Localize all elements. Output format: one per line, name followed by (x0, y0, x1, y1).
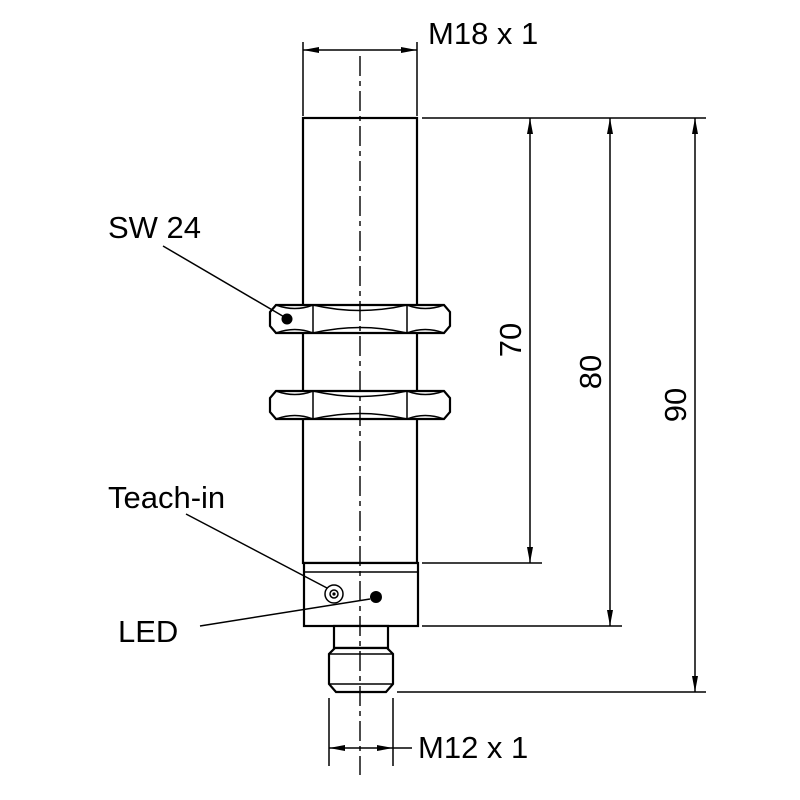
dimension-70: 70 (493, 118, 533, 563)
label-thread-bottom: M12 x 1 (418, 730, 528, 765)
dimension-m18: M18 x 1 (302, 16, 538, 116)
label-teach-in: Teach-in (108, 480, 225, 515)
led-indicator (370, 591, 382, 603)
sensor-outline (268, 116, 452, 694)
hex-nut-lower (268, 389, 452, 421)
callout-led: LED (118, 598, 371, 649)
dimension-right-group: 70 80 90 (397, 117, 706, 693)
indicator-housing (302, 561, 420, 628)
label-led: LED (118, 614, 178, 649)
label-dim-70: 70 (493, 323, 528, 357)
label-wrench-size: SW 24 (108, 210, 201, 245)
dimension-m12: M12 x 1 (328, 698, 528, 766)
m12-plug (327, 646, 395, 694)
callout-teach-in: Teach-in (108, 480, 328, 589)
dimension-80: 80 (573, 118, 613, 626)
dimension-90: 90 (658, 118, 698, 692)
label-thread-top: M18 x 1 (428, 16, 538, 51)
teach-in-button (324, 584, 344, 604)
leader-dot-sw24 (281, 313, 293, 325)
label-dim-90: 90 (658, 388, 693, 422)
label-dim-80: 80 (573, 355, 608, 389)
callout-sw24: SW 24 (108, 210, 293, 325)
connector-neck (332, 624, 390, 650)
